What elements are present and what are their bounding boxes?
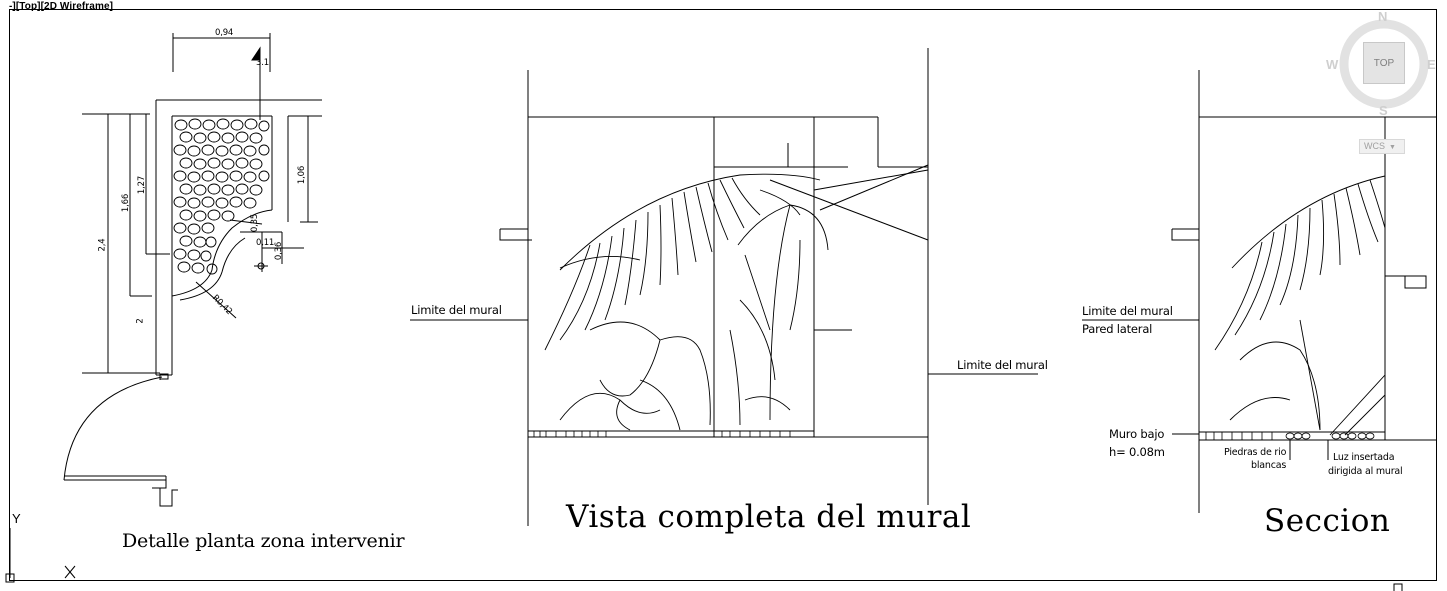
viewport-label[interactable]: -][Top][2D Wireframe] [9, 1, 114, 12]
dim-011: 0,11 [256, 238, 275, 248]
palm-mural [544, 173, 829, 431]
ucs-icon [5, 528, 1403, 591]
plan-title: Detalle planta zona intervenir [122, 530, 405, 552]
dim-2: 2 [135, 318, 146, 324]
viewcube-east[interactable]: E [1427, 57, 1436, 72]
dim-106: 1,06 [297, 165, 308, 185]
palm-section [1214, 175, 1386, 436]
dim-127: 1,27 [137, 175, 148, 195]
dim-24: 2,4 [97, 238, 108, 252]
label-luz: Luz insertada [1333, 452, 1395, 463]
viewcube-north[interactable]: N [1378, 9, 1388, 24]
viewport-frame [9, 9, 1437, 581]
plan-drawing [63, 33, 322, 507]
dim-035: 0,35 [250, 213, 261, 233]
ucs-y-label: Y [12, 511, 21, 526]
dim-036: 0,36 [274, 241, 285, 261]
label-blancas: blancas [1251, 460, 1287, 471]
label-muro-height: h= 0.08m [1109, 445, 1165, 459]
label-dirigida: dirigida al mural [1328, 466, 1403, 477]
dim-094: 0,94 [215, 28, 234, 38]
viewcube-ring [1339, 19, 1429, 109]
elevation-title: Vista completa del mural [566, 499, 972, 535]
elevation-drawing [410, 48, 1038, 526]
viewcube-top-face[interactable]: TOP [1363, 42, 1405, 84]
chevron-down-icon: ▼ [1389, 144, 1396, 151]
label-limite-left: Limite del mural [411, 303, 502, 317]
viewcube-west[interactable]: W [1326, 57, 1339, 72]
section-title: Seccion [1264, 503, 1391, 539]
section-drawing [1082, 70, 1436, 513]
label-section-limit: Limite del mural [1082, 304, 1173, 318]
stone-texture [173, 118, 270, 275]
viewcube-south[interactable]: S [1379, 103, 1388, 118]
label-pared-lateral: Pared lateral [1082, 322, 1153, 336]
label-limite-right: Limite del mural [957, 358, 1048, 372]
wcs-menu[interactable]: WCS ▼ [1359, 139, 1405, 154]
dim-166: 1,66 [121, 193, 132, 213]
label-muro-bajo: Muro bajo [1109, 427, 1165, 441]
dim-31: 3.1 [256, 58, 269, 68]
wcs-label: WCS [1364, 141, 1385, 151]
label-piedras: Piedras de rio [1224, 447, 1287, 458]
